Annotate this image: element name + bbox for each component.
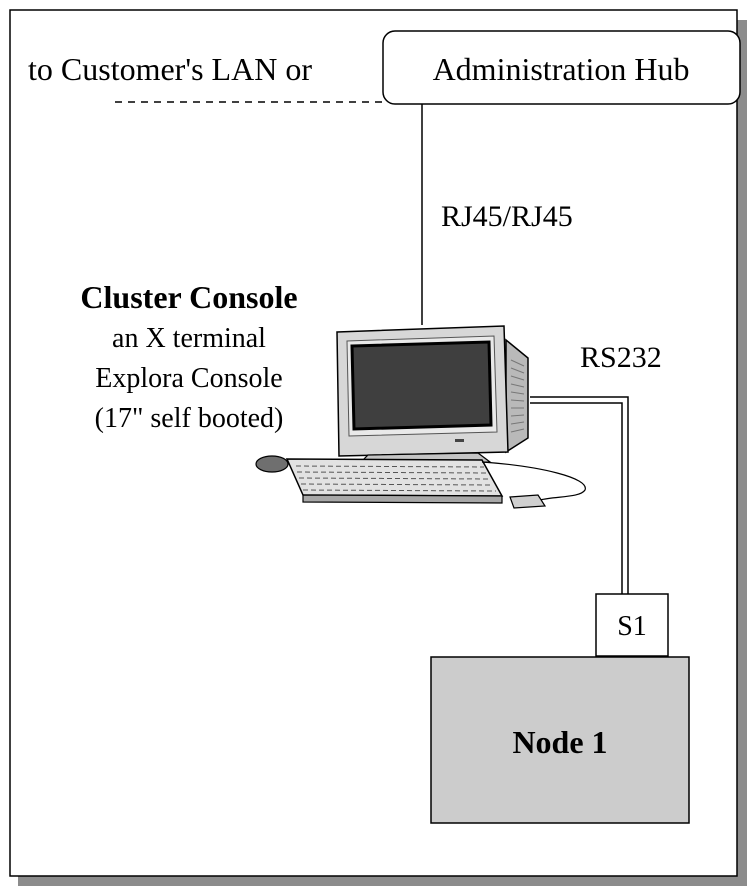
rj45-label: RJ45/RJ45	[441, 200, 573, 233]
rs232-cable	[530, 396, 629, 594]
mouse-right	[509, 494, 547, 509]
node1-box	[430, 656, 690, 824]
rs232-label: RS232	[580, 341, 662, 374]
computer-icon	[255, 325, 586, 509]
monitor-vents	[510, 359, 525, 433]
node1-label: Node 1	[512, 724, 607, 760]
s1-label: S1	[617, 611, 647, 642]
monitor-screen	[350, 340, 493, 431]
s1-port-box	[595, 593, 669, 657]
console-title: Cluster Console	[80, 279, 297, 315]
console-desc-2: Explora Console	[95, 363, 282, 394]
console-desc-3: (17" self booted)	[95, 403, 284, 434]
keyboard-edge	[302, 494, 503, 504]
monitor-side	[505, 338, 529, 454]
admin-hub-label: Administration Hub	[433, 51, 690, 87]
admin-hub-box	[382, 30, 741, 105]
rs232-cable-inner	[530, 402, 623, 594]
console-desc-1: an X terminal	[112, 323, 266, 354]
mouse-cable	[481, 461, 586, 501]
lan-label: to Customer's LAN or	[28, 51, 312, 87]
mouse-left	[255, 455, 289, 473]
monitor-button	[455, 439, 464, 442]
keyboard-keys	[295, 465, 497, 492]
